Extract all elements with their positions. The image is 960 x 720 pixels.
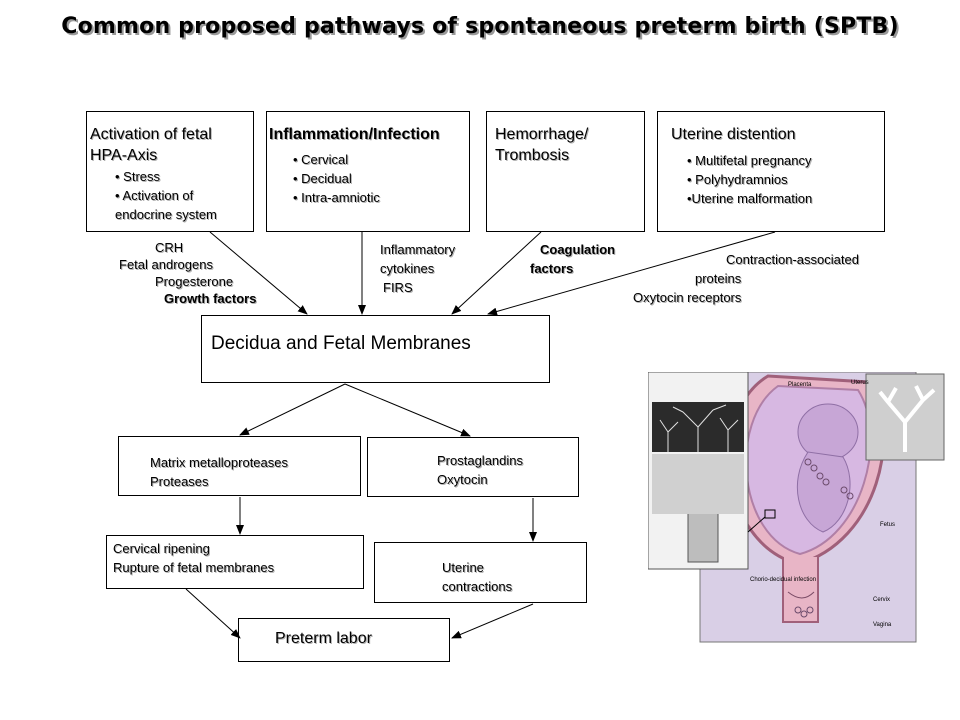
cervical-ripening-line: Rupture of fetal membranes: [113, 560, 275, 575]
mediator-coagulation: Coagulation: [540, 242, 616, 257]
preterm-labor-label: Preterm labor: [275, 630, 372, 647]
uterus-illustration: Placenta Uterus Fetus Chorio-decidual in…: [647, 371, 948, 644]
arrow-decidua-to-prostaglandins: [344, 383, 471, 437]
distention-heading: Uterine distention: [671, 126, 796, 143]
inflammation-heading: Inflammation/Infection: [269, 126, 440, 143]
illustration-label-vagina: Vagina: [873, 622, 892, 628]
hemorrhage-heading-2: Trombosis: [495, 147, 570, 164]
hpa-axis-bullet: • Activation of: [115, 188, 194, 203]
proteases-box: Matrix metalloproteases Proteases: [118, 436, 361, 496]
uterine-contractions-line: contractions: [442, 579, 513, 594]
prostaglandins-line: Oxytocin: [437, 472, 488, 487]
distention-bullet: • Multifetal pregnancy: [687, 153, 812, 168]
decidua-membranes-label: Decidua and Fetal Membranes: [211, 333, 471, 354]
cervical-ripening-box: Cervical ripening Rupture of fetal membr…: [106, 535, 364, 589]
mediator-cytokines: cytokines: [380, 261, 435, 276]
mediator-progesterone: Progesterone: [155, 274, 234, 289]
inflammation-box: Inflammation/Infection • Cervical • Deci…: [266, 111, 470, 232]
distention-bullet: •Uterine malformation: [687, 191, 813, 206]
arrow-distention-to-decidua: [487, 231, 776, 316]
hpa-axis-bullet: endocrine system: [115, 207, 217, 222]
illustration-label-placenta: Placenta: [788, 382, 812, 388]
arrow-hpa-to-decidua: [209, 231, 308, 315]
cervical-ripening-line: Cervical ripening: [113, 541, 210, 556]
hpa-axis-box: Activation of fetal HPA-Axis • Stress • …: [86, 111, 254, 232]
hpa-axis-bullet: • Stress: [115, 169, 161, 184]
arrow-hemorrhage-to-decidua: [451, 231, 542, 315]
inflammation-bullet: • Cervical: [293, 152, 349, 167]
mediator-contraction-associated: Contraction-associated: [726, 252, 859, 267]
mediator-proteins: proteins: [695, 271, 742, 286]
arrow-cervical-to-preterm: [185, 588, 241, 639]
mediator-growth-factors: Growth factors: [164, 291, 257, 306]
arrow-uterine-to-preterm: [451, 603, 534, 639]
preterm-labor-box: Preterm labor: [238, 618, 450, 662]
prostaglandins-line: Prostaglandins: [437, 453, 523, 468]
illustration-label-choriodecidual: Chorio-decidual infection: [750, 577, 817, 583]
proteases-line: Proteases: [150, 474, 209, 489]
uterine-contractions-box: Uterine contractions: [374, 542, 587, 603]
slide-title: Common proposed pathways of spontaneous …: [61, 14, 899, 39]
inflammation-bullet: • Decidual: [293, 171, 352, 186]
arrow-decidua-to-proteases: [239, 383, 346, 436]
mediator-crh: CRH: [155, 240, 184, 255]
hpa-axis-heading-1: Activation of fetal: [90, 126, 212, 143]
distention-bullet: • Polyhydramnios: [687, 172, 788, 187]
illustration-label-uterus: Uterus: [851, 380, 869, 386]
proteases-line: Matrix metalloproteases: [150, 455, 288, 470]
hpa-axis-heading-2: HPA-Axis: [90, 147, 158, 164]
mediator-oxytocin-receptors: Oxytocin receptors: [633, 290, 742, 305]
inflammation-bullet: • Intra-amniotic: [293, 190, 380, 205]
illustration-label-fetus: Fetus: [880, 522, 896, 528]
mediator-firs: FIRS: [383, 280, 413, 295]
hemorrhage-heading-1: Hemorrhage/: [495, 126, 589, 143]
decidua-membranes-box: Decidua and Fetal Membranes: [201, 315, 550, 383]
uterine-contractions-line: Uterine: [442, 560, 484, 575]
mediator-inflammatory: Inflammatory: [380, 242, 456, 257]
distention-box: Uterine distention • Multifetal pregnanc…: [657, 111, 885, 232]
prostaglandins-box: Prostaglandins Oxytocin: [367, 437, 579, 497]
hemorrhage-box: Hemorrhage/ Trombosis: [486, 111, 645, 232]
mediator-factors: factors: [530, 261, 574, 276]
illustration-label-cervix: Cervix: [873, 597, 891, 603]
mediator-fetal-androgens: Fetal androgens: [119, 257, 213, 272]
